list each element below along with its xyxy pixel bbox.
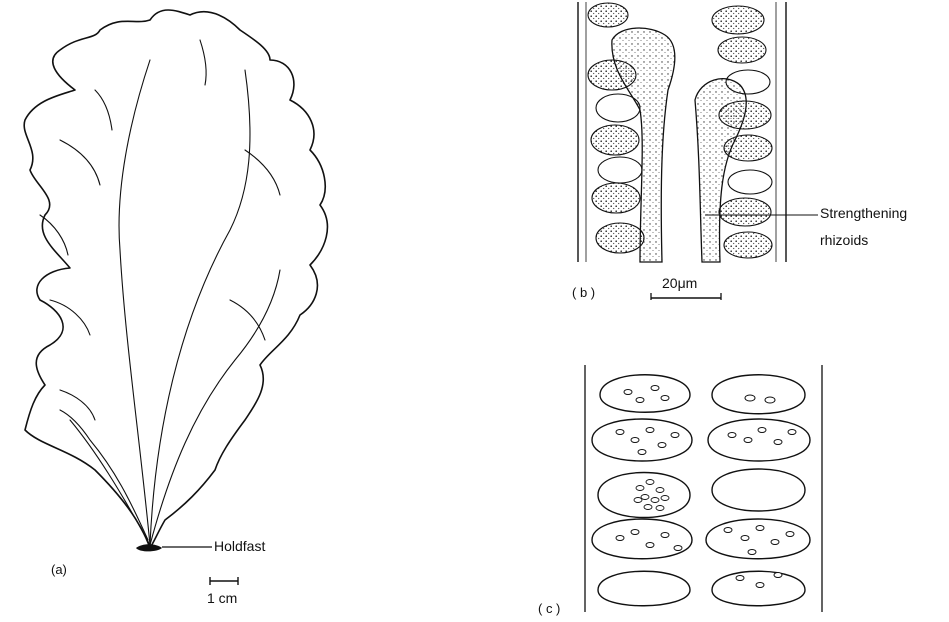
panel-b-label: ( b )	[572, 285, 595, 300]
holdfast-label: Holdfast	[214, 538, 265, 554]
strengthening-rhizoids-label-line1: Strengthening	[820, 205, 907, 221]
scale-label-a: 1 cm	[207, 590, 237, 606]
scale-bar-a	[210, 577, 238, 585]
seaweed-thallus-drawing	[24, 10, 327, 551]
cell-chain-drawing	[585, 365, 822, 612]
scale-bar-b	[651, 293, 721, 300]
scale-label-b: 20μm	[662, 275, 697, 291]
strengthening-rhizoids-label-line2: rhizoids	[820, 232, 868, 248]
panel-c-label: ( c )	[538, 601, 560, 616]
rhizoid-micrograph-drawing	[578, 2, 818, 262]
panel-a-label: (a)	[51, 562, 67, 577]
